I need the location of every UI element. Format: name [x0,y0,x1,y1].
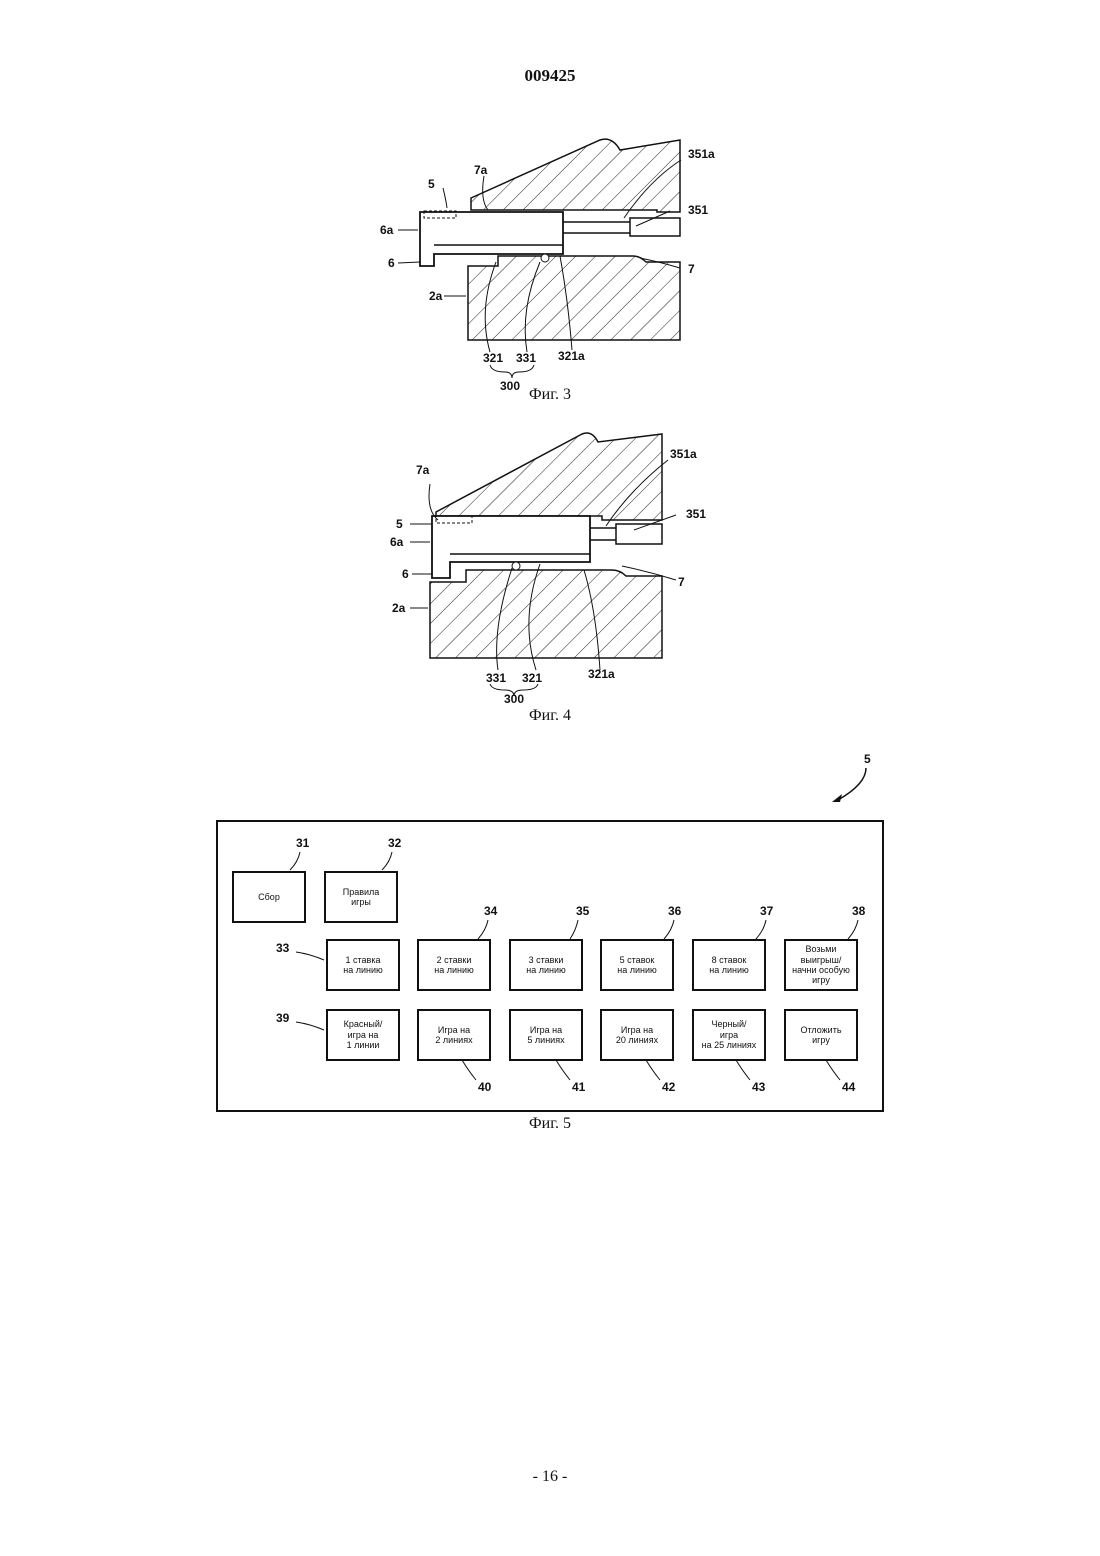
fig3-label-321a: 321a [558,349,585,363]
collect-button[interactable]: Сбор [232,871,306,923]
fig3-label-6a: 6a [380,223,394,237]
ref-32: 32 [388,836,401,850]
play-2-lines-button[interactable]: Игра на 2 линиях [417,1009,491,1061]
fig4-label-6: 6 [402,567,409,581]
fig4-label-7a: 7a [416,463,430,477]
fig3-label-351: 351 [688,203,708,217]
fig3-label-5: 5 [428,177,435,191]
page-footer: - 16 - [0,1468,1100,1486]
fig4-label-331: 331 [486,671,506,685]
fig4-label-6a: 6a [390,535,404,549]
fig5-caption: Фиг. 5 [450,1115,650,1133]
fig4-label-5: 5 [396,517,403,531]
ref-31: 31 [296,836,309,850]
bet-3-per-line-button[interactable]: 3 ставки на линию [509,939,583,991]
fig3-label-2a: 2a [429,289,443,303]
ref-34: 34 [484,904,497,918]
play-20-lines-button[interactable]: Игра на 20 линиях [600,1009,674,1061]
fig4-label-321a: 321a [588,667,615,681]
ref-39: 39 [276,1011,289,1025]
fig4-label-351: 351 [686,507,706,521]
fig4-label-7: 7 [678,575,685,589]
ref-37: 37 [760,904,773,918]
fig3-label-351a: 351a [688,147,715,161]
ref-36: 36 [668,904,681,918]
red-1-line-button[interactable]: Красный/ игра на 1 линии [326,1009,400,1061]
fig4-diagram: 7a 5 6a 6 2a 351a 351 7 331 321 321a 300 [0,420,1100,740]
bet-1-per-line-button[interactable]: 1 ставка на линию [326,939,400,991]
fig4-label-2a: 2a [392,601,406,615]
take-win-special-game-button[interactable]: Возьми выигрыш/ начни особую игру [784,939,858,991]
fig3-label-331: 331 [516,351,536,365]
fig3-diagram: 5 7a 351a 351 6a 6 7 2a 321 331 321a 300 [0,0,1100,420]
fig4-label-321: 321 [522,671,542,685]
bet-2-per-line-button[interactable]: 2 ставки на линию [417,939,491,991]
ref-43: 43 [752,1080,765,1094]
fig3-label-321: 321 [483,351,503,365]
play-5-lines-button[interactable]: Игра на 5 линиях [509,1009,583,1061]
fig3-upper-housing [471,139,680,212]
fig4-slider [432,516,590,578]
fig3-lower-housing [468,256,680,340]
fig3-label-7a: 7a [474,163,488,177]
game-rules-button[interactable]: Правила игры [324,871,398,923]
fig4-upper-housing [436,433,662,520]
fig4-label-351a: 351a [670,447,697,461]
postpone-game-button[interactable]: Отложить игру [784,1009,858,1061]
bet-5-per-line-button[interactable]: 5 ставок на линию [600,939,674,991]
fig4-lower-housing [430,570,662,658]
fig3-caption: Фиг. 3 [450,386,650,404]
ref-38: 38 [852,904,865,918]
ref-42: 42 [662,1080,675,1094]
fig3-label-6: 6 [388,256,395,270]
fig5-panel-ref: 5 [864,752,871,766]
fig4-caption: Фиг. 4 [450,707,650,725]
ref-35: 35 [576,904,589,918]
black-25-lines-button[interactable]: Черный/ игра на 25 линиях [692,1009,766,1061]
ref-33: 33 [276,941,289,955]
fig4-label-300: 300 [504,692,524,706]
ref-44: 44 [842,1080,855,1094]
bet-8-per-line-button[interactable]: 8 ставок на линию [692,939,766,991]
ref-41: 41 [572,1080,585,1094]
ref-40: 40 [478,1080,491,1094]
fig3-label-7: 7 [688,262,695,276]
